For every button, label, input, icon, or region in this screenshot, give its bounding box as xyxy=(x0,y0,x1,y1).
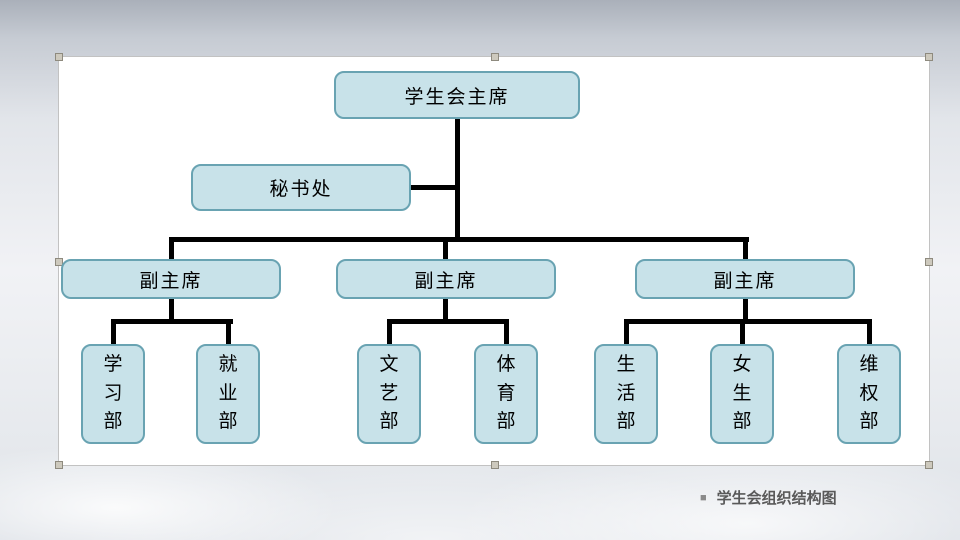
node-dept-study-label: 学习部 xyxy=(103,354,123,433)
node-dept-arts[interactable]: 文艺部 xyxy=(357,344,421,444)
node-dept-rights[interactable]: 维权部 xyxy=(837,344,901,444)
resize-handle-bottom-center[interactable] xyxy=(491,461,499,469)
node-dept-sports[interactable]: 体育部 xyxy=(474,344,538,444)
node-vice-president-3-label: 副主席 xyxy=(713,270,777,292)
node-dept-employment-label: 就业部 xyxy=(218,354,238,433)
node-president[interactable]: 学生会主席 xyxy=(334,71,580,119)
resize-handle-top-left[interactable] xyxy=(55,53,63,61)
connector-drop-vp2 xyxy=(443,237,448,261)
connector-drop-dept-1-1 xyxy=(111,319,116,346)
node-dept-girls-label: 女生部 xyxy=(732,354,752,433)
resize-handle-top-right[interactable] xyxy=(925,53,933,61)
node-dept-life-label: 生活部 xyxy=(616,354,636,433)
resize-handle-bottom-right[interactable] xyxy=(925,461,933,469)
connector-drop-vp1 xyxy=(169,237,174,261)
connector-drop-dept-3-1 xyxy=(624,319,629,346)
resize-handle-top-center[interactable] xyxy=(491,53,499,61)
resize-handle-middle-right[interactable] xyxy=(925,258,933,266)
connector-drop-dept-3-3 xyxy=(867,319,872,346)
connector-vp1-down xyxy=(169,299,174,321)
connector-bus-vp3 xyxy=(624,319,872,324)
caption-bullet-icon: ■ xyxy=(700,491,707,504)
connector-bus-vp2 xyxy=(387,319,509,324)
connector-bus-level1 xyxy=(169,237,749,242)
connector-vp2-down xyxy=(443,299,448,321)
node-dept-employment[interactable]: 就业部 xyxy=(196,344,260,444)
node-vice-president-1[interactable]: 副主席 xyxy=(61,259,281,299)
connector-drop-dept-1-2 xyxy=(226,319,231,346)
connector-drop-dept-3-2 xyxy=(740,319,745,346)
node-vice-president-1-label: 副主席 xyxy=(139,270,203,292)
node-dept-sports-label: 体育部 xyxy=(496,354,516,433)
resize-handle-bottom-left[interactable] xyxy=(55,461,63,469)
caption-text: 学生会组织结构图 xyxy=(716,490,837,507)
node-secretariat[interactable]: 秘书处 xyxy=(191,164,411,211)
node-dept-life[interactable]: 生活部 xyxy=(594,344,658,444)
node-secretariat-label: 秘书处 xyxy=(269,179,333,200)
node-dept-girls[interactable]: 女生部 xyxy=(710,344,774,444)
node-vice-president-2[interactable]: 副主席 xyxy=(336,259,556,299)
node-dept-arts-label: 文艺部 xyxy=(379,354,399,433)
connector-drop-dept-2-1 xyxy=(387,319,392,346)
connector-bus-vp1 xyxy=(111,319,233,324)
node-president-label: 学生会主席 xyxy=(404,86,510,108)
node-vice-president-2-label: 副主席 xyxy=(414,270,478,292)
node-dept-rights-label: 维权部 xyxy=(859,354,879,433)
connector-secretariat xyxy=(409,185,459,190)
connector-president-down xyxy=(455,117,460,239)
node-vice-president-3[interactable]: 副主席 xyxy=(635,259,855,299)
chart-canvas[interactable]: 学生会主席 秘书处 副主席 副主席 副主席 学习部 就业部 文艺部 体育部 生活… xyxy=(55,53,933,469)
slide-caption: ■ 学生会组织结构图 xyxy=(700,487,837,508)
connector-drop-dept-2-2 xyxy=(504,319,509,346)
node-dept-study[interactable]: 学习部 xyxy=(81,344,145,444)
connector-drop-vp3 xyxy=(743,237,748,261)
connector-vp3-down xyxy=(743,299,748,321)
